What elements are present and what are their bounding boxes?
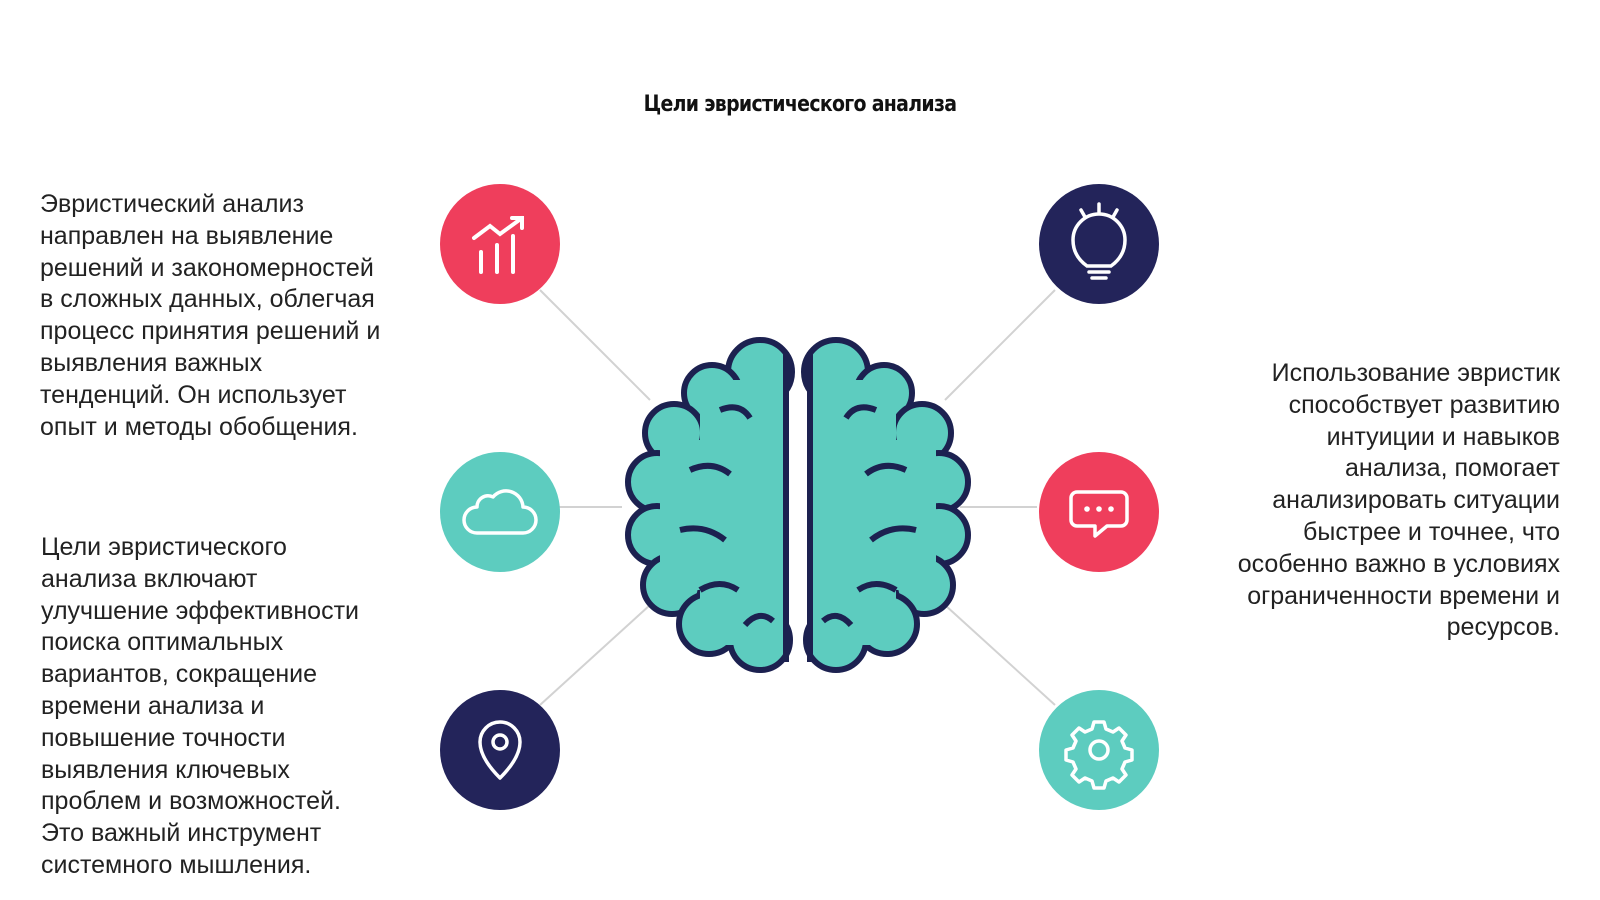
growth-chart-icon [440, 184, 560, 304]
connector-line [539, 289, 651, 401]
connector-line [539, 604, 651, 706]
connector-line [944, 604, 1056, 706]
brain-icon [625, 337, 971, 673]
diagram-title: Цели эвристического анализа [643, 92, 957, 117]
brain-left-hemisphere [625, 337, 795, 673]
brain-right-hemisphere [801, 337, 971, 673]
connector-lines [539, 289, 1056, 706]
text-block-right: Использование эвристик способствует разв… [1237, 359, 1560, 642]
connector-line [944, 289, 1056, 401]
chat-bubble-icon [1039, 452, 1159, 572]
text-block-bottom-left: Цели эвристического анализа включают улу… [41, 533, 359, 879]
cloud-icon [440, 452, 560, 572]
gear-icon [1039, 690, 1159, 810]
location-pin-icon [440, 690, 560, 810]
text-block-top-left: Эвристический анализ направлен на выявле… [40, 190, 381, 441]
lightbulb-icon [1039, 184, 1159, 304]
